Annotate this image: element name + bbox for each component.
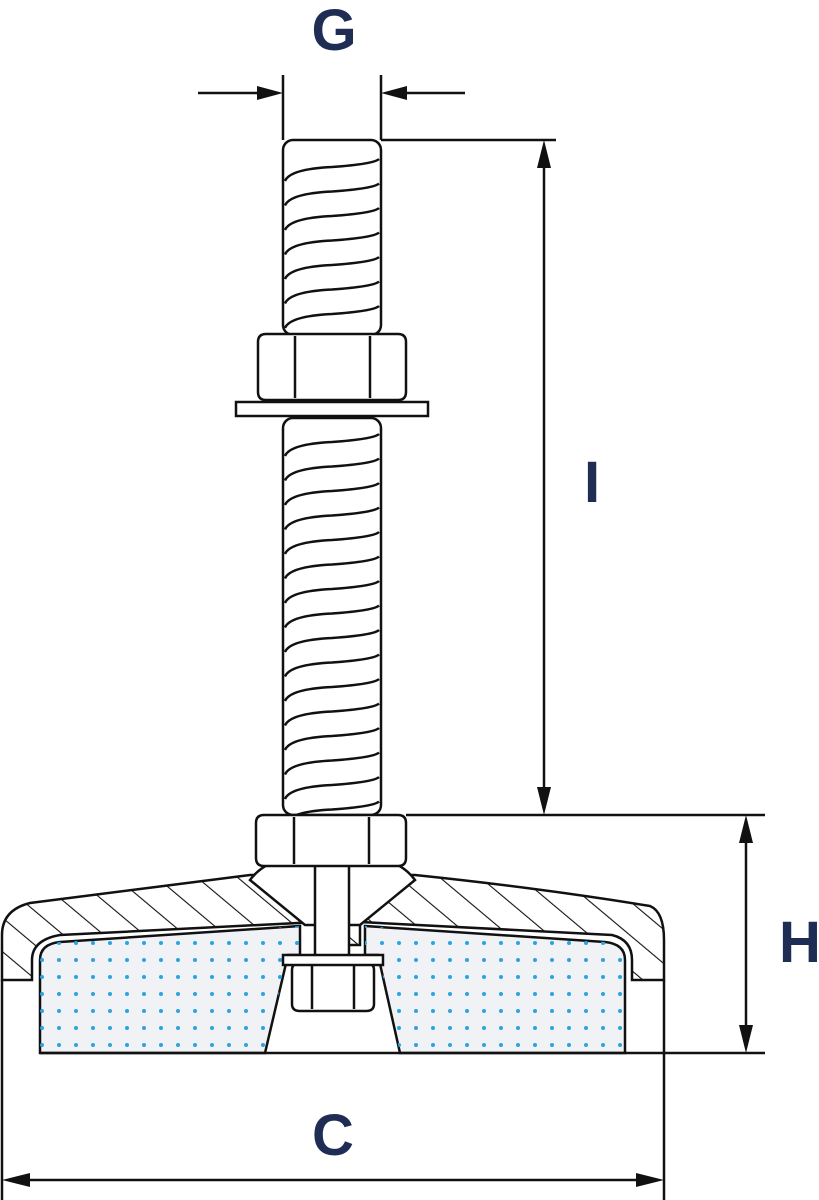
rubber-pad	[38, 924, 627, 1055]
hex-nut-upper	[256, 332, 408, 402]
dimension-g-arrows	[257, 86, 407, 100]
dimension-c	[0, 980, 666, 1200]
thread-crest	[283, 432, 380, 457]
label-h: H	[779, 910, 819, 975]
thread-crest	[283, 182, 380, 207]
stud-threads-lower	[283, 432, 380, 825]
thread-crest	[283, 555, 380, 580]
thread-crest	[283, 653, 380, 678]
thread-crest	[283, 280, 380, 305]
thread-crest	[283, 481, 380, 506]
thread-crest	[283, 157, 380, 182]
thread-crest	[283, 457, 380, 482]
dimension-h-arrows	[739, 815, 753, 1053]
thread-crest	[283, 604, 380, 629]
thread-crest	[283, 677, 380, 702]
thread-crest	[283, 702, 380, 727]
thread-crest	[283, 579, 380, 604]
thread-crest	[283, 530, 380, 555]
threaded-stud-lower	[281, 416, 383, 817]
thread-crest	[283, 751, 380, 776]
stud-threads-upper	[283, 157, 380, 329]
thread-crest	[283, 206, 380, 231]
thread-crest	[283, 775, 380, 800]
label-c: C	[312, 1103, 354, 1168]
dimension-i-arrows	[537, 140, 551, 815]
label-i: I	[584, 450, 600, 515]
thread-crest	[283, 255, 380, 280]
dimension-g	[198, 75, 465, 140]
washer	[234, 400, 430, 418]
inner-nut	[281, 953, 385, 1013]
dimension-h	[406, 813, 765, 1055]
thread-crest	[283, 726, 380, 751]
thread-crest	[283, 506, 380, 531]
hex-nut-lower	[254, 813, 408, 868]
dimension-c-arrows	[2, 1173, 664, 1187]
dimension-i	[381, 138, 556, 790]
thread-crest	[283, 628, 380, 653]
thread-crest	[283, 231, 380, 256]
label-g: G	[311, 0, 356, 63]
thread-crest	[283, 304, 380, 329]
